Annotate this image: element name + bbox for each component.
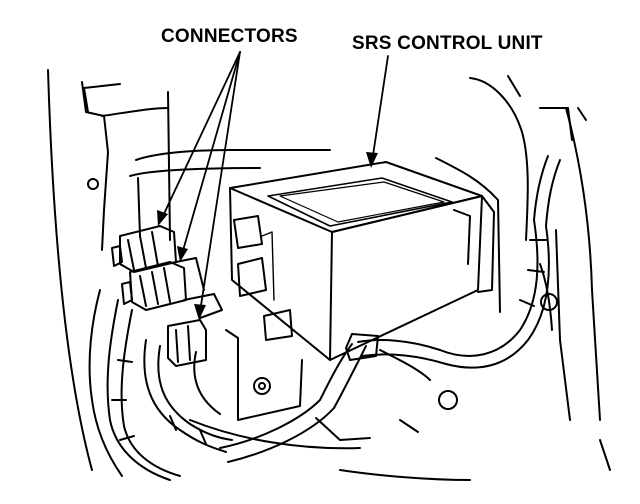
unit-mounting-bolt [253, 377, 271, 395]
leader-connector-lower [199, 51, 241, 313]
connectors-cluster [111, 225, 223, 367]
callout-arrowheads [157, 152, 378, 320]
callout-leaders [161, 51, 389, 313]
unit-connector-slot-b [237, 257, 267, 297]
leader-connector-upper [161, 51, 241, 219]
unit-connector-slot-c [263, 309, 293, 341]
leader-connector-middle [181, 51, 241, 255]
connector-lower [167, 319, 207, 367]
arrowhead-connector-lower [194, 304, 206, 320]
arrowhead-connector-upper [157, 210, 168, 226]
harness-clip [345, 333, 379, 361]
arrowhead-connector-middle [177, 246, 188, 262]
arrowhead-srs-unit [366, 152, 378, 168]
wiring-harness [88, 155, 561, 481]
srs-control-unit-label: SRS CONTROL UNIT [352, 33, 543, 54]
connectors-label: CONNECTORS [161, 26, 298, 47]
mounting-hole-right [540, 293, 558, 311]
connector-upper [119, 225, 177, 273]
mounting-hole-lower [438, 390, 458, 410]
unit-connector-slot-a [233, 215, 263, 249]
leader-srs-unit [371, 55, 389, 163]
console-frame [47, 69, 611, 481]
mounting-hole-left [87, 178, 99, 190]
srs-control-unit-box [225, 161, 495, 421]
